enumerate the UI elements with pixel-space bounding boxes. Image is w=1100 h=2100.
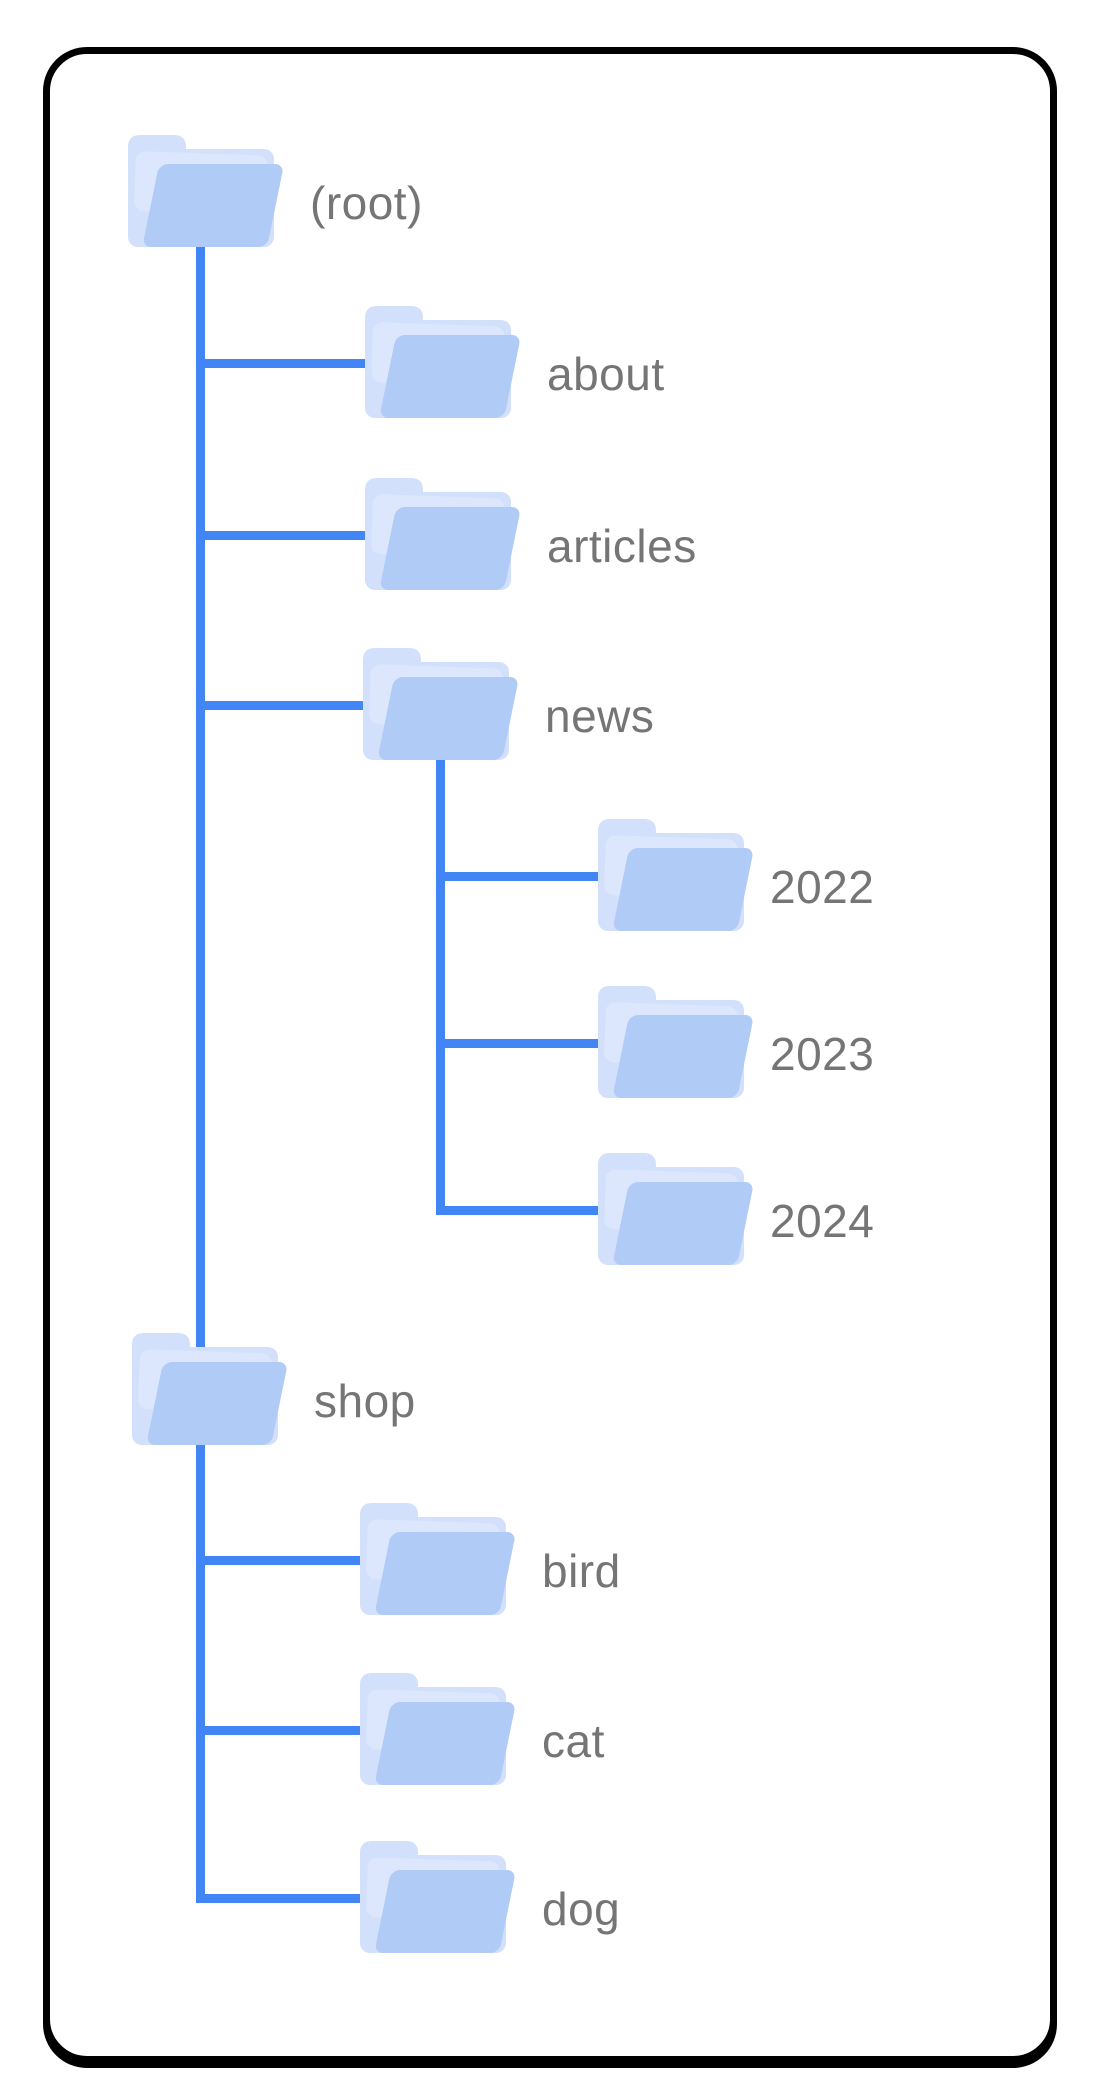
connector-trunk-root bbox=[196, 231, 205, 1903]
connector-shop-to-bird bbox=[196, 1556, 376, 1565]
folder-icon bbox=[132, 1333, 289, 1445]
diagram-card: (root) about articles news 2022 2023 202… bbox=[43, 47, 1057, 2063]
folder-label-2024: 2024 bbox=[770, 1195, 875, 1247]
connector-news-to-2024 bbox=[436, 1206, 612, 1215]
folder-node-cat: cat bbox=[360, 1673, 604, 1786]
folder-node-news: news bbox=[363, 648, 654, 761]
folder-icon bbox=[365, 478, 522, 590]
folder-icon bbox=[360, 1673, 517, 1785]
folder-node-2024: 2024 bbox=[598, 1153, 874, 1266]
folder-node-dog: dog bbox=[360, 1841, 620, 1954]
connector-shop-to-dog bbox=[196, 1894, 376, 1903]
folder-label-dog: dog bbox=[542, 1883, 621, 1935]
folder-node-2023: 2023 bbox=[598, 986, 874, 1099]
folder-icon bbox=[598, 819, 755, 931]
connector-root-to-about bbox=[196, 359, 381, 368]
folder-node-2022: 2022 bbox=[598, 819, 874, 932]
folder-label-root: (root) bbox=[310, 177, 423, 229]
folder-label-articles: articles bbox=[547, 520, 697, 572]
connector-root-to-articles bbox=[196, 531, 381, 540]
connector-news-to-2023 bbox=[436, 1039, 612, 1048]
folder-node-about: about bbox=[365, 306, 664, 419]
folder-label-bird: bird bbox=[542, 1545, 621, 1597]
folder-label-news: news bbox=[545, 690, 655, 742]
folder-node-bird: bird bbox=[360, 1503, 620, 1616]
folder-icon bbox=[128, 135, 285, 247]
connector-news-to-2022 bbox=[436, 872, 612, 881]
folder-icon bbox=[360, 1503, 517, 1615]
folder-icon bbox=[363, 648, 520, 760]
folder-label-2022: 2022 bbox=[770, 861, 875, 913]
folder-icon bbox=[360, 1841, 517, 1953]
folder-icon bbox=[365, 306, 522, 418]
folder-node-articles: articles bbox=[365, 478, 696, 591]
folder-label-cat: cat bbox=[542, 1715, 605, 1767]
connector-trunk-news bbox=[436, 746, 445, 1215]
folder-label-shop: shop bbox=[314, 1375, 416, 1427]
folder-label-2023: 2023 bbox=[770, 1028, 875, 1080]
folder-label-about: about bbox=[547, 348, 665, 400]
folder-icon bbox=[598, 986, 755, 1098]
connector-shop-to-cat bbox=[196, 1726, 376, 1735]
folder-node-root: (root) bbox=[128, 135, 422, 248]
connector-root-to-news bbox=[196, 701, 381, 710]
folder-icon bbox=[598, 1153, 755, 1265]
folder-node-shop: shop bbox=[132, 1333, 415, 1446]
